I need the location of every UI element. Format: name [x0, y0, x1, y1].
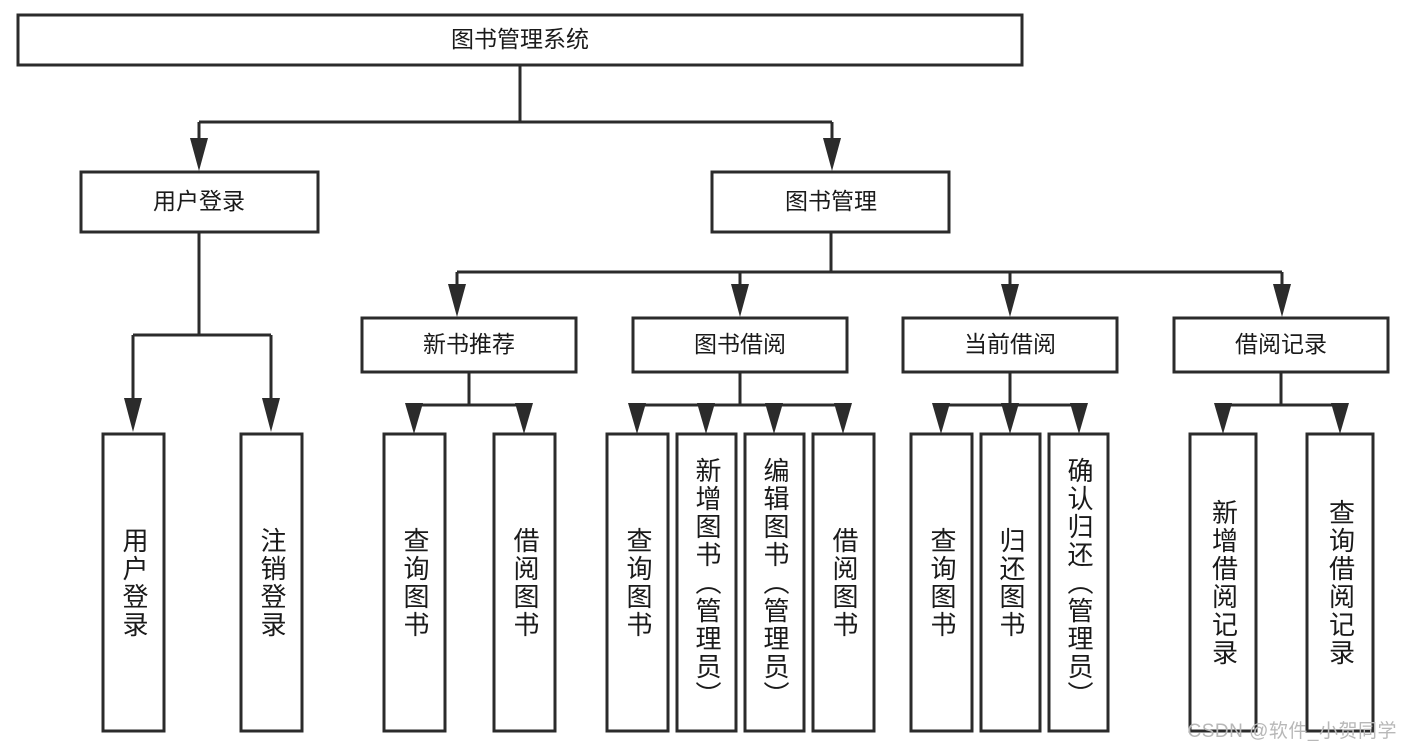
node-root[interactable]: 图书管理系统: [16, 13, 1024, 67]
arrow-head-leaf-confirm-return: [1070, 403, 1088, 434]
node-leaf-query-book-3-box[interactable]: [909, 432, 974, 733]
arrow-head-book-manage: [823, 138, 841, 171]
arrow-head-leaf-add-record: [1214, 403, 1232, 434]
node-leaf-query-book-1-box[interactable]: [382, 432, 447, 733]
arrow-head-leaf-logout: [262, 398, 280, 432]
node-leaf-return-book-box[interactable]: [979, 432, 1042, 733]
connector-current-borrow-to-leaves: [932, 372, 1088, 434]
connector-user-login-to-leaves: [124, 232, 280, 432]
node-leaf-confirm-return-box[interactable]: [1047, 432, 1110, 733]
arrow-head-new-book-recommend: [448, 284, 466, 317]
node-new-book-recommend-box[interactable]: [360, 316, 578, 374]
connector-book-borrow-to-leaves: [628, 372, 852, 434]
node-borrow-record-label: 借阅记录: [1235, 331, 1327, 357]
node-leaf-add-record-box[interactable]: [1188, 432, 1258, 733]
node-leaf-query-book-2-box[interactable]: [605, 432, 670, 733]
arrow-head-user-login: [190, 138, 208, 171]
connector-borrow-record-to-leaves: [1214, 372, 1349, 434]
node-book-borrow-label: 图书借阅: [694, 331, 786, 357]
node-leaf-add-book-box[interactable]: [675, 432, 738, 733]
connector-book-manage-to-level3: [448, 232, 1291, 317]
node-root-label: 图书管理系统: [451, 26, 589, 52]
node-leaf-edit-book-box[interactable]: [743, 432, 806, 733]
node-new-book-recommend-label: 新书推荐: [423, 331, 515, 357]
arrow-head-leaf-return-book: [1001, 403, 1019, 434]
node-book-manage-box[interactable]: [710, 170, 951, 234]
node-book-manage[interactable]: 图书管理: [710, 170, 951, 234]
arrow-head-current-borrow: [1001, 284, 1019, 317]
csdn-watermark: CSDN @软件_小贺同学: [1187, 721, 1397, 742]
node-user-login[interactable]: 用户登录: [79, 170, 320, 234]
node-current-borrow-box[interactable]: [901, 316, 1119, 374]
arrow-head-leaf-add-book: [697, 403, 715, 434]
node-leaf-borrow-book-1-box[interactable]: [492, 432, 557, 733]
arrow-head-leaf-user-login: [124, 398, 142, 432]
node-user-login-label: 用户登录: [153, 188, 245, 214]
arrow-head-book-borrow: [731, 284, 749, 317]
node-book-manage-label: 图书管理: [785, 188, 877, 214]
node-borrow-record-box[interactable]: [1172, 316, 1390, 374]
arrow-head-leaf-query-book-3: [932, 403, 950, 434]
node-borrow-record[interactable]: 借阅记录: [1172, 316, 1390, 374]
node-book-borrow[interactable]: 图书借阅: [631, 316, 849, 374]
arrow-head-leaf-query-book-2: [628, 403, 646, 434]
arrow-head-leaf-borrow-book-1: [515, 403, 533, 434]
node-new-book-recommend[interactable]: 新书推荐: [360, 316, 578, 374]
node-current-borrow-label: 当前借阅: [964, 331, 1056, 357]
node-leaf-query-record-box[interactable]: [1305, 432, 1375, 733]
node-leaf-user-login-box[interactable]: [101, 432, 166, 733]
node-leaf-borrow-book-2-box[interactable]: [811, 432, 876, 733]
arrow-head-leaf-query-record: [1331, 403, 1349, 434]
node-current-borrow[interactable]: 当前借阅: [901, 316, 1119, 374]
arrow-head-leaf-query-book-1: [405, 403, 423, 434]
connector-root-to-level2: [190, 65, 841, 171]
node-leaf-logout-box[interactable]: [239, 432, 304, 733]
node-book-borrow-box[interactable]: [631, 316, 849, 374]
arrow-head-borrow-record: [1273, 284, 1291, 317]
node-root-box[interactable]: [16, 13, 1024, 67]
arrow-head-leaf-edit-book: [765, 403, 783, 434]
arrow-head-leaf-borrow-book-2: [834, 403, 852, 434]
connector-new-book-recommend-to-leaves: [405, 372, 533, 434]
